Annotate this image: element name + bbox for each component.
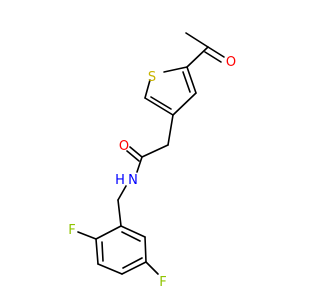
bond-carbonyl-n: [136, 156, 143, 173]
atom-sulfur: S: [148, 70, 156, 85]
bond-ring-c2-c3: [144, 97, 174, 116]
bond-benz-c5-c6: [144, 236, 147, 263]
bond-ring-c4-c5-inner: [182, 71, 191, 93]
bond-n-ch2: [117, 185, 127, 201]
bond-acetyl-ring: [186, 46, 209, 68]
bond-benz-c2-c3-inner: [101, 241, 104, 262]
atom-fluorine-meta: F: [159, 275, 166, 290]
bond-benz-c1-c2: [95, 225, 122, 240]
molecule-structure-diagram: S O O N H F F: [68, 32, 236, 290]
bond-amide-co-2: [126, 150, 140, 162]
bond-ch2-carbonyl: [141, 144, 169, 158]
bond-benz-c4-c5: [121, 261, 147, 275]
bond-ch2-benzene: [117, 199, 122, 227]
bond-amide-co-1: [129, 146, 143, 158]
bond-benz-c2-c3: [95, 238, 99, 265]
molecule-canvas: S O O N H F F: [68, 32, 236, 290]
bond-ring-c3-c4: [172, 92, 197, 116]
bond-benz-c3-c4: [97, 263, 123, 275]
bond-benz-c6-c1-inner: [121, 231, 141, 242]
bond-acetyl-co-2: [204, 51, 222, 63]
bond-methyl-carbonyl: [185, 32, 209, 48]
bond-ring-c2-c3-inner: [150, 96, 172, 110]
bond-benz-c4-c5-inner: [122, 257, 143, 269]
atom-hydrogen: H: [115, 173, 125, 188]
bond-c2-f: [77, 231, 97, 240]
atom-fluorine-ortho: F: [68, 223, 75, 238]
bond-ring-ch2: [167, 114, 174, 146]
bond-c5-f: [145, 261, 159, 275]
atom-oxygen-acetyl: O: [226, 55, 236, 70]
bond-benz-c6-c1: [120, 225, 146, 238]
bond-ring-s-c2: [144, 79, 151, 99]
atom-oxygen-amide: O: [119, 139, 129, 154]
bond-ring-c4-c5: [186, 66, 197, 94]
bond-ring-c5-s: [163, 66, 188, 73]
atom-nitrogen: N: [128, 173, 138, 188]
bond-acetyl-co-1: [207, 46, 225, 58]
